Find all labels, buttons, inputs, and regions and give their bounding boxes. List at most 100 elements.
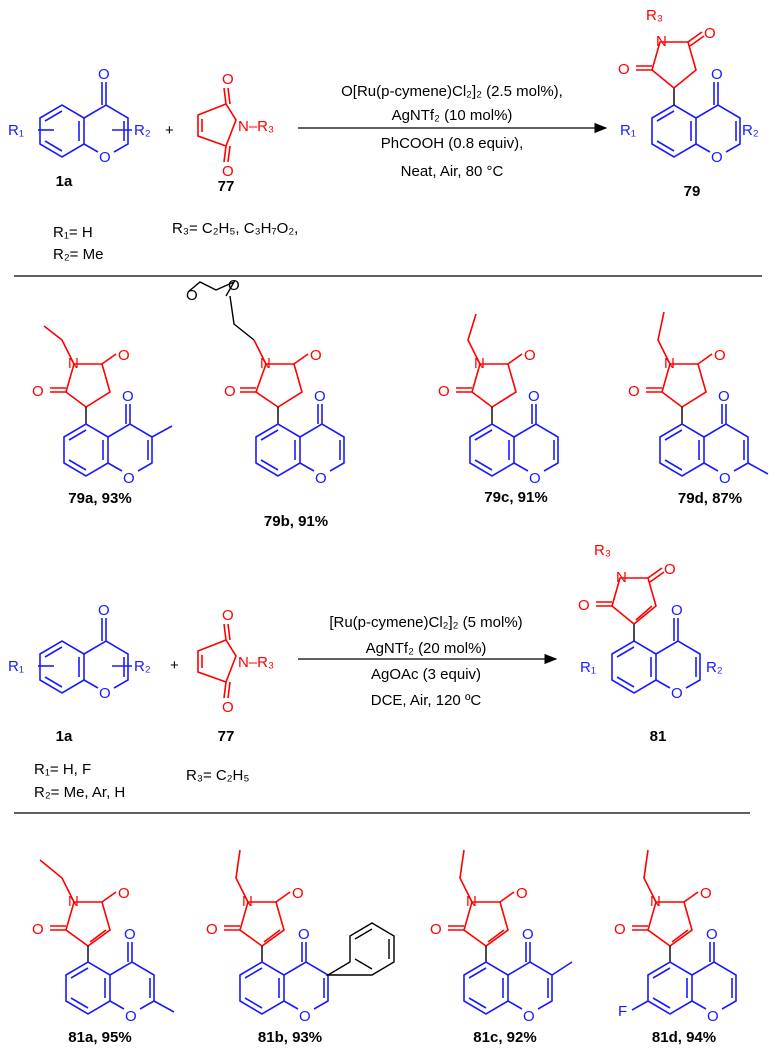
r3-definition-2: R₃= C₂H₅ (186, 767, 249, 784)
79b-oxygen-right: O (310, 347, 322, 364)
carbonyl-oxygen: O (98, 66, 110, 83)
maleimide81-oxygen-right: O (664, 561, 676, 578)
products-79-row: O O N O O 79a, 93% O O O O N (32, 277, 769, 530)
product-81-structure: O O R₁ R₂ O O N R₃ (578, 542, 723, 702)
product81-ring-oxygen: O (671, 685, 683, 702)
81c-oxygen-left: O (430, 921, 442, 938)
reaction-1: O O R₁ R₂ + O O N–R₃ O[Ru(p-cymene)Cl₂]₂… (8, 7, 759, 263)
product81-r1: R₁ (580, 659, 596, 676)
79c-oxygen-left: O (438, 383, 450, 400)
reaction-2: O O R₁ R₂ + O O N–R₃ [Ru(p-cymene)Cl₂]₂ … (8, 542, 723, 801)
r2-definition: R₂= Me (53, 246, 103, 263)
product-79a: O O N O O 79a, 93% (32, 325, 173, 507)
label-81a: 81a, 95% (68, 1029, 131, 1046)
plus-sign-2: + (170, 657, 179, 674)
product81-r2: R₂ (706, 659, 723, 676)
81d-nitrogen: N (650, 893, 661, 910)
label-1a: 1a (56, 173, 73, 190)
label-81d: 81d, 94% (652, 1029, 716, 1046)
imide-oxygen-bottom: O (222, 163, 234, 180)
79a-oxygen-left: O (32, 383, 44, 400)
product-r2: R₂ (742, 122, 759, 139)
product-81a: O O N O O 81a, 95% (32, 859, 175, 1046)
79c-ring-oxygen: O (529, 470, 541, 487)
succinimide-oxygen-left: O (618, 61, 630, 78)
label-79a: 79a, 93% (68, 490, 131, 507)
r1-substituent: R₁ (8, 122, 24, 139)
condition2-catalyst: [Ru(p-cymene)Cl₂]₂ (5 mol%) (329, 614, 522, 631)
79b-ester-oxygen-methoxy: O (186, 287, 198, 304)
81b-carbonyl-oxygen: O (298, 926, 310, 943)
81d-oxygen-right: O (700, 885, 712, 902)
maleimide81-oxygen-left: O (578, 597, 590, 614)
81a-nitrogen: N (68, 893, 79, 910)
product-79-structure: O O R₁ R₂ O O N R₃ (618, 7, 759, 166)
79d-carbonyl-oxygen: O (718, 388, 730, 405)
condition2-oxidant: AgOAc (3 equiv) (371, 666, 481, 683)
maleimide-reactant-2: O O N–R₃ (197, 607, 274, 716)
label-81c: 81c, 92% (473, 1029, 536, 1046)
79a-oxygen-right: O (118, 347, 130, 364)
imide-oxygen-top: O (222, 71, 234, 88)
product-81c: O O N O O 81c, 92% (430, 849, 573, 1046)
product-81d: O O N F O O 81d, 94% (614, 849, 737, 1046)
succinimide-oxygen-right: O (704, 25, 716, 42)
81a-oxygen-right: O (118, 885, 130, 902)
r2-substituent-2: R₂ (134, 658, 151, 675)
81a-ring-oxygen: O (125, 1008, 137, 1025)
79d-ring-oxygen: O (719, 470, 731, 487)
r2-substituent: R₂ (134, 122, 151, 139)
product-r1: R₁ (620, 122, 636, 139)
chromone-reactant-2: O O R₁ R₂ (8, 602, 151, 702)
label-77: 77 (218, 178, 235, 195)
maleimide-reactant: O O N–R₃ (197, 71, 274, 180)
label-79c: 79c, 91% (484, 489, 547, 506)
81b-oxygen-left: O (206, 921, 218, 938)
81c-carbonyl-oxygen: O (522, 926, 534, 943)
79d-oxygen-right: O (714, 347, 726, 364)
product-79b: O O O O N O O 79b, 91% (186, 277, 345, 530)
81d-ring-oxygen: O (707, 1008, 719, 1025)
label-1a-2: 1a (56, 728, 73, 745)
81b-nitrogen: N (242, 893, 253, 910)
81c-nitrogen: N (466, 893, 477, 910)
chromone-reactant: O O R₁ R₂ (8, 66, 151, 166)
succinimide-nitrogen: N (656, 33, 667, 50)
condition2-additive: AgNTf₂ (20 mol%) (366, 640, 487, 657)
79d-nitrogen: N (664, 355, 675, 372)
79b-ester-oxygen-carbonyl: O (228, 277, 240, 294)
79a-carbonyl-oxygen: O (122, 388, 134, 405)
r1-definition-2: R₁= H, F (34, 761, 91, 778)
condition-additive: AgNTf₂ (10 mol%) (392, 107, 513, 124)
81a-oxygen-left: O (32, 921, 44, 938)
imide-oxygen-bottom-2: O (222, 699, 234, 716)
label-79d: 79d, 87% (678, 490, 742, 507)
product-carbonyl-oxygen: O (711, 66, 723, 83)
79b-carbonyl-oxygen: O (314, 388, 326, 405)
81d-fluorine: F (618, 1003, 627, 1020)
product-81b: O O N O O 81b, 93% (206, 849, 395, 1046)
product-79d: O O N O O 79d, 87% (628, 311, 769, 507)
81b-oxygen-right: O (292, 885, 304, 902)
label-81b: 81b, 93% (258, 1029, 322, 1046)
79c-carbonyl-oxygen: O (528, 388, 540, 405)
79b-ring-oxygen: O (315, 470, 327, 487)
ring-oxygen: O (99, 149, 111, 166)
79c-oxygen-right: O (524, 347, 536, 364)
79b-nitrogen: N (260, 355, 271, 372)
imide-oxygen-top-2: O (222, 607, 234, 624)
plus-sign: + (165, 122, 174, 139)
carbonyl-oxygen-2: O (98, 602, 110, 619)
condition-temperature: Neat, Air, 80 °C (401, 163, 504, 180)
label-79b: 79b, 91% (264, 513, 328, 530)
r2-definition-2: R₂= Me, Ar, H (34, 784, 125, 801)
r1-definition: R₁= H (53, 224, 93, 241)
label-81: 81 (650, 728, 667, 745)
r1-substituent-2: R₁ (8, 658, 24, 675)
maleimide81-r3: R₃ (594, 542, 611, 559)
product81-carbonyl-oxygen: O (671, 602, 683, 619)
products-81-row: O O N O O 81a, 95% O O N (32, 849, 737, 1046)
maleimide81-nitrogen: N (616, 569, 627, 586)
79a-nitrogen: N (68, 355, 79, 372)
